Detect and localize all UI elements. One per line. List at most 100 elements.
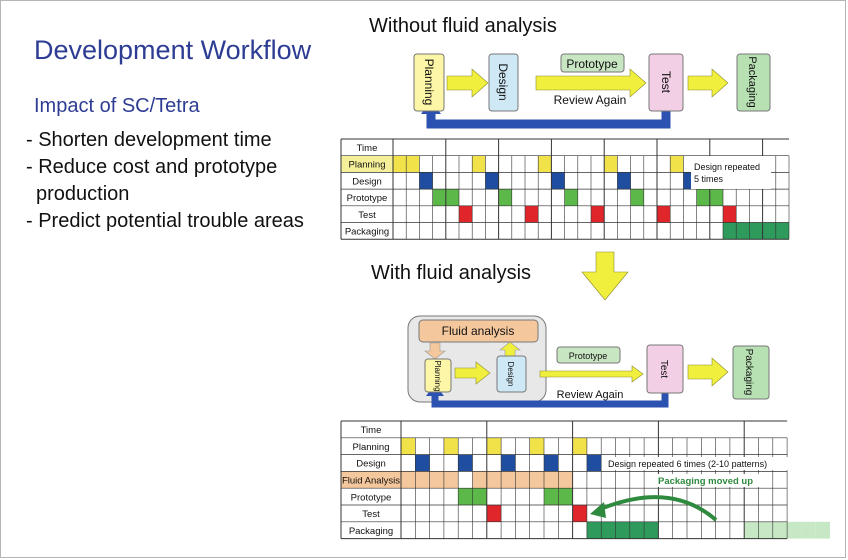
gantt-cell-filled [393,155,407,173]
gantt-cell-filled [406,155,420,173]
gantt-cell-filled [762,222,776,240]
bottom-review-label: Review Again [557,389,624,401]
gantt-cell-filled [486,505,502,522]
gantt-cell-filled [472,155,486,173]
gantt-cell-filled [472,488,487,505]
top-prototype-box [560,53,625,73]
gantt-row-label: Design [352,176,382,187]
gantt-cell-filled [445,189,459,206]
top-packaging-label: Packaging [746,56,758,107]
gantt-cell-filled [525,205,539,223]
gantt-row-label: Fluid Analysis [342,475,400,486]
review-loop-arrow [426,110,671,129]
gantt-cell-filled [586,454,602,472]
gantt-cell-filled [801,521,816,539]
gantt-cell-filled [429,471,444,489]
top-planning-label: Planning [422,59,436,106]
fluid-arrow-down [424,342,446,360]
gantt-cell-filled [615,521,630,539]
bullet-item: - Reduce cost and prototype [26,156,278,178]
gantt-cell-filled [443,471,459,489]
gantt-cell-filled [744,521,759,539]
gantt-cell-filled [529,471,544,489]
gantt-cell-filled [515,471,530,489]
top-gantt-chart: TimePlanningDesignPrototypeTestPackaging… [340,138,790,240]
top-design-box [488,53,519,112]
fluid-analysis-box [418,319,539,343]
gantt-cell-filled [458,454,473,472]
top-packaging-box [736,53,771,112]
gantt-cell-filled [591,205,605,223]
gantt-cell-filled [401,471,416,489]
gantt-cell-filled [558,471,573,489]
gantt-cell-filled [572,505,587,522]
gantt-cell-filled [485,172,499,190]
gantt-cell-filled [472,471,487,489]
bullet-item: production [36,183,130,205]
gantt-row-label: Prototype [347,193,388,204]
gantt-row-label: Time [361,425,382,436]
gantt-row-label: Time [357,143,378,154]
flow-arrow [535,68,647,98]
packaging-moved-arrow [597,495,718,522]
bottom-design-box [496,355,527,393]
bottom-packaging-box [732,345,770,400]
gantt-cell-filled [644,521,659,539]
gantt-cell-filled [736,222,750,240]
slide-title: Development Workflow [34,35,312,65]
gantt-cell-filled [629,521,645,539]
bottom-packaging-label: Packaging [743,349,754,396]
gantt-cell-filled [501,471,516,489]
gantt-cell-filled [601,521,616,539]
bottom-design-label: Design [506,362,515,387]
bottom-prototype-label: Prototype [569,351,608,361]
gantt-row-label: Packaging [345,227,389,238]
gantt-cell-filled [544,488,559,505]
gantt-note-bg [691,156,771,189]
gantt-cell-filled [604,155,618,173]
bullet-item: - Predict potential trouble areas [26,210,304,232]
gantt-cell-filled [772,521,788,539]
gantt-cell-filled [787,521,802,539]
gantt-cell-filled [486,437,502,455]
top-planning-box [413,53,445,112]
gantt-row-label: Planning [353,442,390,453]
gantt-cell-filled [723,222,737,240]
gantt-cell-filled [498,189,512,206]
gantt-label-bg [341,155,393,173]
top-chart-note-line2: 5 times [694,174,724,184]
gantt-row-label: Design [356,459,386,470]
flow-arrow [687,68,729,98]
top-design-label: Design [496,63,510,100]
gantt-cell-filled [775,222,789,240]
packaging-moved-arrowhead [590,502,606,518]
bottom-planning-box [424,358,452,393]
bullet-list: - Shorten development time - Reduce cost… [26,127,336,235]
bottom-test-label: Test [658,360,669,379]
top-review-label: Review Again [554,93,627,107]
bottom-planning-label: Planning [433,360,442,391]
gantt-row-label: Test [358,210,376,221]
flow-arrow [539,365,644,383]
top-prototype-label: Prototype [566,57,618,71]
gantt-cell-filled [459,205,473,223]
gantt-cell-filled [709,189,723,206]
gantt-cell-filled [758,521,773,539]
top-test-label: Test [659,71,673,94]
gantt-cell-filled [419,172,433,190]
gantt-cell-filled [443,437,459,455]
big-down-arrow [581,251,629,301]
bottom-test-box [646,344,684,394]
gantt-cell-filled [401,437,416,455]
gantt-cell-filled [749,222,763,240]
gantt-cell-filled [723,205,737,223]
gantt-cell-filled [501,454,516,472]
gantt-cell-filled [432,189,446,206]
gantt-cell-filled [415,471,430,489]
bottom-chart-note: Design repeated 6 times (2-10 patterns) [608,459,767,469]
gantt-cell-filled [572,437,587,455]
gantt-note-bg [605,457,788,470]
gantt-cell-filled [486,471,502,489]
